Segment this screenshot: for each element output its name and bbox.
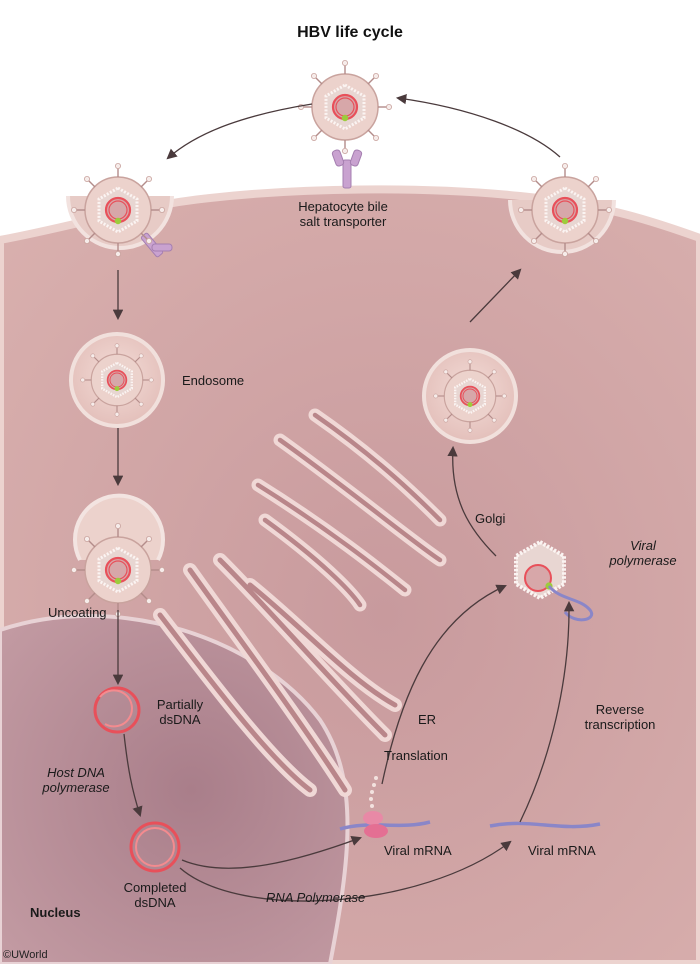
- ribosome-icon: [363, 811, 388, 838]
- uncoating-virion: [69, 521, 167, 619]
- completed-dsdna-icon: [129, 821, 181, 873]
- label-viral-polymerase: Viral polymerase: [609, 538, 677, 568]
- label-golgi: Golgi: [475, 511, 506, 526]
- label-host-dna-polymerase: Host DNA polymerase: [42, 765, 110, 795]
- virion-top: [296, 58, 394, 156]
- partially-dsdna-icon: [93, 686, 141, 734]
- viral-mrna-right-strand: [489, 821, 601, 829]
- pregenomic-rna: [547, 584, 594, 622]
- virion-entering: [69, 161, 167, 259]
- endosome-vesicle: [71, 334, 163, 426]
- page-title: HBV life cycle: [297, 24, 403, 41]
- bile-salt-transporter-icon: [331, 149, 363, 189]
- viral-mrna-left-strand: [339, 820, 431, 831]
- label-viral-mrna-right: Viral mRNA: [528, 843, 596, 858]
- label-completed-dsdna: Completed dsDNA: [123, 880, 187, 910]
- secretory-vesicle: [424, 350, 516, 442]
- label-partially-dsdna: Partially dsDNA: [156, 697, 204, 727]
- nucleus: [0, 613, 350, 966]
- label-nucleus: Nucleus: [30, 905, 81, 920]
- label-hepatocyte-transporter: Hepatocyte bile salt transporter: [298, 199, 388, 229]
- label-er: ER: [418, 712, 437, 727]
- label-rna-polymerase: RNA Polymerase: [266, 890, 366, 905]
- label-uncoating: Uncoating: [48, 605, 107, 620]
- label-translation: Translation: [384, 748, 448, 763]
- credit-text: ©UWorld: [3, 949, 48, 961]
- nascent-peptide: [369, 776, 378, 808]
- label-endosome: Endosome: [182, 373, 245, 388]
- flow-arrows: [112, 93, 575, 902]
- nucleocapsid: [514, 539, 566, 601]
- label-reverse-transcription: Reverse transcription: [584, 702, 656, 732]
- virion-exiting: [516, 161, 614, 259]
- label-viral-mrna-left: Viral mRNA: [384, 843, 452, 858]
